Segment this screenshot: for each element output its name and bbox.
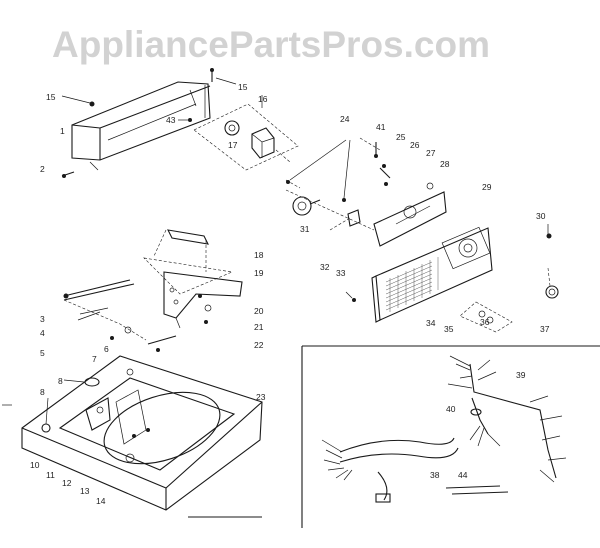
timer-assembly — [193, 95, 299, 171]
control-panel-assembly — [285, 137, 559, 333]
callout-26: 26 — [410, 140, 420, 150]
top-cover-assembly — [63, 229, 243, 352]
callout-8-upper: 8 — [58, 376, 63, 386]
callout-5: 5 — [40, 348, 45, 358]
panel-grille — [385, 257, 439, 312]
callout-11: 11 — [46, 470, 55, 480]
callout-15-right: 15 — [238, 82, 248, 92]
callout-13: 13 — [80, 486, 90, 496]
callout-34: 34 — [426, 318, 436, 328]
callout-25: 25 — [396, 132, 406, 142]
callout-43: 43 — [166, 115, 176, 125]
cabinet-top — [21, 355, 263, 511]
screw-2 — [61, 171, 75, 178]
screw-43 — [178, 118, 192, 122]
callout-23: 23 — [256, 392, 266, 402]
callout-4: 4 — [40, 328, 45, 338]
callout-17: 17 — [228, 140, 238, 150]
callout-1: 1 — [60, 126, 65, 136]
callout-24: 24 — [340, 114, 350, 124]
callout-19: 19 — [254, 268, 264, 278]
callout-29: 29 — [482, 182, 492, 192]
callout-44: 44 — [458, 470, 468, 480]
callout-30: 30 — [536, 211, 546, 221]
callout-8-lower: 8 — [40, 387, 45, 397]
callout-22: 22 — [254, 340, 264, 350]
callout-37: 37 — [540, 324, 550, 334]
callout-7: 7 — [92, 354, 97, 364]
callout-33: 33 — [336, 268, 346, 278]
callout-21: 21 — [254, 322, 264, 332]
callout-41: 41 — [376, 122, 386, 132]
callout-15-left: 15 — [46, 92, 56, 102]
callout-27: 27 — [426, 148, 436, 158]
callout-2: 2 — [40, 164, 45, 174]
screw-15-right — [210, 68, 237, 85]
screw-15-left — [61, 95, 95, 107]
callout-16: 16 — [258, 94, 268, 104]
callout-36: 36 — [480, 317, 490, 327]
callout-40: 40 — [446, 404, 456, 414]
callout-39: 39 — [516, 370, 526, 380]
watermark-text: AppliancePartsPros.com — [52, 24, 490, 65]
callout-28: 28 — [440, 159, 450, 169]
callout-12: 12 — [62, 478, 72, 488]
callout-35: 35 — [444, 324, 454, 334]
callout-14: 14 — [96, 496, 106, 506]
callout-20: 20 — [254, 306, 264, 316]
callout-32: 32 — [320, 262, 330, 272]
callout-labels: 1 2 15 15 43 16 17 24 41 25 26 27 28 29 … — [30, 82, 550, 506]
callout-18: 18 — [254, 250, 264, 260]
console-backsplash — [71, 81, 211, 171]
callout-31: 31 — [300, 224, 310, 234]
callout-6: 6 — [104, 344, 109, 354]
callout-10: 10 — [30, 460, 40, 470]
wiring-harness-inset — [301, 345, 600, 528]
callout-38: 38 — [430, 470, 440, 480]
callout-3: 3 — [40, 314, 45, 324]
